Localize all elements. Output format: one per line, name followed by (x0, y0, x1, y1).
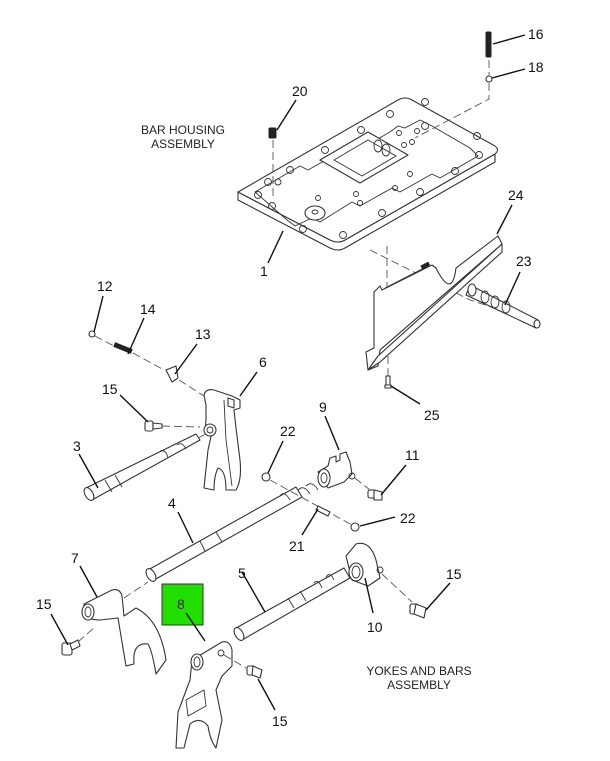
bolt-part-15-c[interactable] (409, 603, 427, 619)
callout-14[interactable]: 14 (140, 301, 156, 317)
callout-12[interactable]: 12 (97, 278, 113, 294)
callout-15-d[interactable]: 15 (272, 713, 288, 729)
yoke-part-6[interactable] (203, 389, 242, 491)
callout-7[interactable]: 7 (71, 550, 79, 566)
ball-part-22-b[interactable] (350, 522, 360, 532)
block-part-10[interactable] (345, 542, 384, 587)
callout-3[interactable]: 3 (73, 438, 81, 454)
plug-part-20[interactable] (268, 127, 277, 139)
bar-housing-title-line-1: BAR HOUSING (141, 123, 225, 137)
callout-10[interactable]: 10 (367, 619, 383, 635)
yoke-part-7[interactable] (81, 589, 167, 675)
bolt-part-15-b[interactable] (61, 639, 81, 656)
callout-9[interactable]: 9 (319, 399, 327, 415)
ball-part-18[interactable] (485, 75, 493, 83)
yoke-part-8[interactable] (175, 641, 233, 749)
highlight-box-part-8[interactable] (161, 583, 204, 626)
callout-15-c[interactable]: 15 (446, 566, 462, 582)
callout-16[interactable]: 16 (528, 26, 544, 42)
plunger-part-13[interactable] (165, 365, 179, 383)
callout-15-a[interactable]: 15 (102, 381, 118, 397)
ball-part-22-a[interactable] (261, 472, 271, 482)
stud-part-16[interactable] (485, 31, 492, 58)
callout-22-a[interactable]: 22 (280, 423, 296, 439)
callout-11[interactable]: 11 (405, 447, 420, 463)
bolt-part-11[interactable] (367, 489, 383, 501)
block-part-9[interactable] (297, 451, 356, 495)
yokes-bars-title-line-2: ASSEMBLY (387, 678, 451, 692)
shift-bar-part-4[interactable] (144, 486, 303, 583)
callout-20[interactable]: 20 (292, 83, 308, 99)
bolt-part-15-d[interactable] (246, 665, 263, 679)
callout-21[interactable]: 21 (289, 538, 305, 554)
callout-5[interactable]: 5 (238, 565, 246, 581)
yokes-bars-title-line-1: YOKES AND BARS (366, 664, 471, 678)
callout-25[interactable]: 25 (424, 407, 440, 423)
bolt-part-15-a[interactable] (144, 420, 163, 432)
callout-22-b[interactable]: 22 (400, 510, 416, 526)
callout-1[interactable]: 1 (260, 263, 268, 279)
shift-bar-part-5[interactable] (232, 567, 351, 642)
leader-lines (50, 34, 526, 711)
bar-housing-title-line-2: ASSEMBLY (151, 137, 215, 151)
callout-24[interactable]: 24 (508, 187, 524, 203)
bracket-part-24[interactable] (365, 235, 503, 371)
callout-15-b[interactable]: 15 (36, 596, 52, 612)
callout-6[interactable]: 6 (259, 354, 267, 370)
ball-part-12[interactable] (88, 330, 96, 338)
callout-13[interactable]: 13 (195, 326, 211, 342)
shift-bar-part-3[interactable] (82, 433, 201, 502)
spring-part-14[interactable] (113, 342, 133, 354)
callout-8[interactable]: 8 (177, 596, 185, 612)
callout-23[interactable]: 23 (516, 253, 532, 269)
callout-18[interactable]: 18 (528, 59, 544, 75)
bar-housing-plate[interactable] (237, 97, 499, 251)
callout-4[interactable]: 4 (168, 495, 176, 511)
pin-part-21[interactable] (315, 505, 331, 517)
screw-part-25[interactable] (384, 375, 392, 389)
shaft-part-23[interactable] (465, 283, 541, 329)
